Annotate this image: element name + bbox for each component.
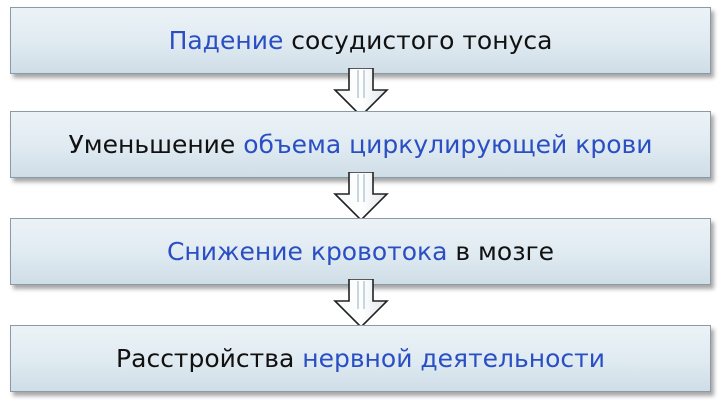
step-1-part-2: сосудистого тонуса xyxy=(283,26,553,55)
step-4-part-1: Расстройства xyxy=(116,344,303,373)
step-2-part-2: объема циркулирующей крови xyxy=(243,130,653,159)
step-4-part-2: нервной деятельности xyxy=(302,344,605,373)
step-box-2: Уменьшение объема циркулирующей крови xyxy=(10,111,711,178)
step-box-1: Падение сосудистого тонуса xyxy=(10,7,711,74)
step-2-part-1: Уменьшение xyxy=(68,130,244,159)
step-4-text: Расстройства нервной деятельности xyxy=(116,344,605,373)
step-box-4: Расстройства нервной деятельности xyxy=(10,325,711,392)
step-3-text: Снижение кровотока в мозге xyxy=(167,237,554,266)
down-arrow-icon xyxy=(333,172,389,222)
step-3-part-1: Снижение кровотока xyxy=(166,237,448,266)
step-1-text: Падение сосудистого тонуса xyxy=(169,26,553,55)
down-arrow-icon xyxy=(333,279,389,329)
step-1-part-1: Падение xyxy=(168,26,284,55)
step-3-part-2: в мозге xyxy=(447,237,555,266)
step-box-3: Снижение кровотока в мозге xyxy=(10,218,711,285)
down-arrow-icon xyxy=(333,68,389,118)
step-2-text: Уменьшение объема циркулирующей крови xyxy=(69,130,653,159)
